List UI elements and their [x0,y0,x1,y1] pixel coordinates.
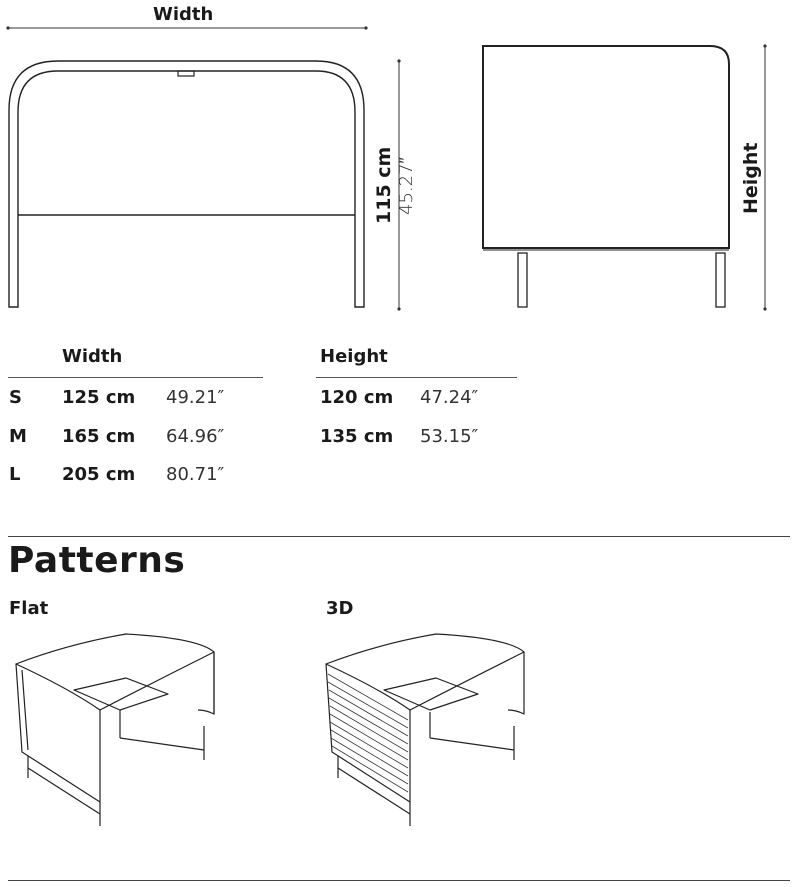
height-in-value: 53.15″ [420,426,479,447]
width-dimension-line [6,26,368,30]
width-header-rule [8,377,263,378]
side-height-label: Height [740,142,762,214]
width-cm-value: 125 cm [62,387,136,408]
flat-pattern-illustration [15,633,215,826]
height-header-rule [316,377,517,378]
section-divider [8,536,790,537]
flat-pattern-label: Flat [9,598,49,619]
size-label: M [9,426,27,447]
threed-pattern-illustration [325,633,525,826]
width-cm-value: 205 cm [62,464,136,485]
threed-pattern-label: 3D [326,598,354,619]
height-in-value: 47.24″ [420,387,479,408]
width-dimension-label: Width [153,4,214,25]
size-label: S [9,387,22,408]
height-column-header: Height [320,346,388,367]
side-height-dimension-line [763,44,767,311]
size-label: L [9,464,21,485]
width-column-header: Width [62,346,123,367]
front-frame-outline [8,60,365,308]
width-cm-value: 165 cm [62,426,136,447]
width-in-value: 49.21″ [166,387,225,408]
front-height-dimension-line [397,59,401,311]
height-cm-value: 135 cm [320,426,394,447]
side-panel-outline [482,45,730,308]
width-in-value: 64.96″ [166,426,225,447]
patterns-title: Patterns [8,540,186,581]
height-cm-value: 120 cm [320,387,394,408]
bottom-divider [8,880,790,881]
width-in-value: 80.71″ [166,464,225,485]
